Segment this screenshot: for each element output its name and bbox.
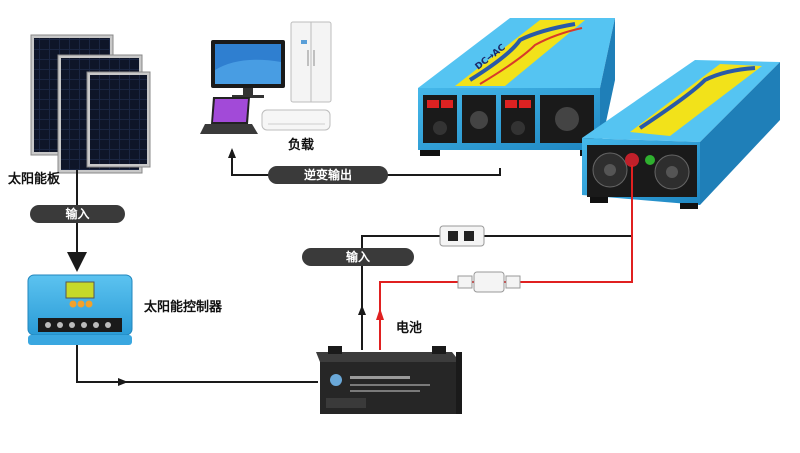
terminal-positive	[625, 153, 639, 167]
battery	[316, 346, 462, 414]
solar-panel-label: 太阳能板	[8, 172, 61, 187]
charge-controller	[27, 274, 133, 345]
battery-terminal-right	[432, 346, 446, 354]
load-devices	[200, 21, 332, 134]
load-label: 负载	[288, 138, 315, 153]
fuse-block	[439, 225, 485, 247]
inverter-back-view	[582, 60, 780, 209]
inverter-output-pill: 逆变输出	[268, 166, 388, 184]
input-pill-left: 输入	[30, 205, 125, 223]
solar-panels	[30, 34, 151, 174]
wire-controller-to-battery	[76, 345, 318, 383]
controller-lcd	[65, 281, 95, 299]
inverter-front-view	[418, 18, 615, 156]
controller-label: 太阳能控制器	[144, 300, 223, 315]
inline-fuse	[473, 271, 505, 293]
input-pill-middle: 输入	[302, 248, 414, 266]
battery-terminal-left	[328, 346, 342, 354]
battery-label: 电池	[396, 321, 423, 336]
air-conditioner	[261, 109, 331, 131]
